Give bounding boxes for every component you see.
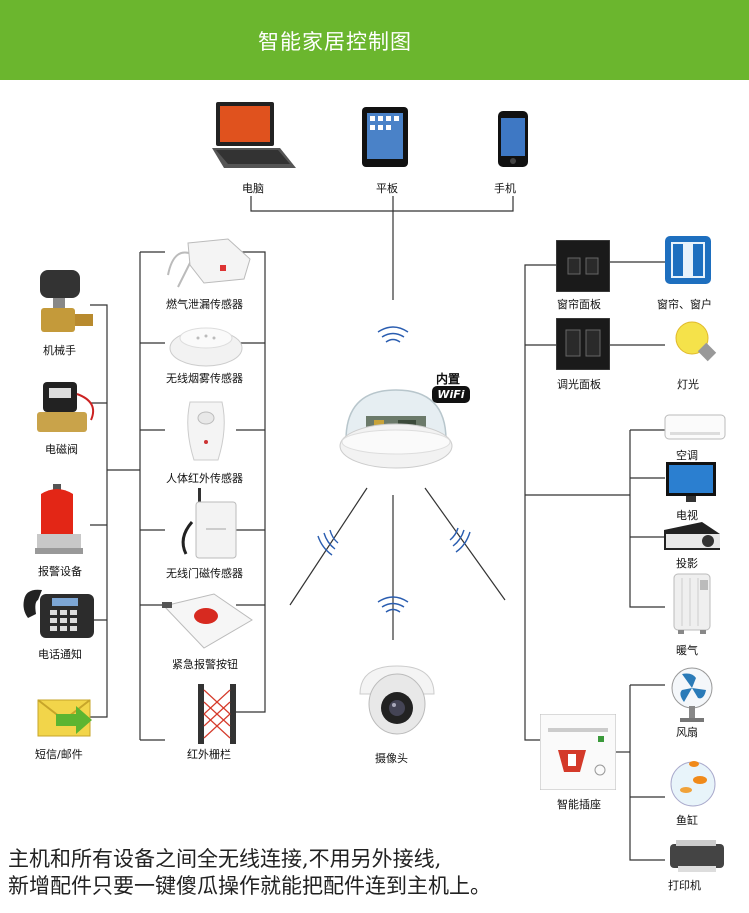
tablet-icon bbox=[362, 107, 408, 167]
device-label-curtain-window: 窗帘、窗户 bbox=[657, 298, 712, 311]
device-label-phone: 手机 bbox=[494, 182, 516, 195]
device-label-tablet: 平板 bbox=[376, 182, 398, 195]
caption-line-2: 新增配件只要一键傻瓜操作就能把配件连到主机上。 bbox=[8, 874, 491, 898]
caption: 主机和所有设备之间全无线连接,不用另外接线, 新增配件只要一键傻瓜操作就能把配件… bbox=[8, 846, 491, 900]
device-label-smoke-sensor: 无线烟雾传感器 bbox=[166, 372, 243, 385]
wifi-waves bbox=[317, 326, 471, 613]
dimmer-panel-icon bbox=[556, 318, 610, 370]
laptop-icon bbox=[212, 102, 296, 168]
header-bar: 智能家居控制图 bbox=[0, 0, 749, 80]
phone-icon bbox=[498, 111, 528, 167]
device-label-camera: 摄像头 bbox=[375, 752, 408, 765]
device-label-light: 灯光 bbox=[677, 378, 699, 391]
device-label-pir-sensor: 人体红外传感器 bbox=[166, 472, 243, 485]
projector-icon bbox=[664, 522, 720, 550]
wifi-badge: WiFi bbox=[432, 386, 470, 403]
pir-sensor-icon bbox=[187, 401, 225, 461]
light-bulb-icon bbox=[675, 321, 717, 362]
device-label-computer: 电脑 bbox=[242, 182, 264, 195]
device-label-gas-sensor: 燃气泄漏传感器 bbox=[166, 298, 243, 311]
panel-label-socket: 智能插座 bbox=[557, 798, 601, 811]
device-label-fish-tank: 鱼缸 bbox=[676, 814, 698, 827]
tv-icon bbox=[666, 462, 716, 502]
curtain-panel-icon bbox=[556, 240, 610, 292]
curtain-icon bbox=[665, 236, 711, 284]
email-icon bbox=[37, 699, 92, 737]
panel-label-dimmer: 调光面板 bbox=[557, 378, 601, 391]
alarm-light-icon bbox=[35, 484, 83, 554]
printer-icon bbox=[670, 840, 724, 872]
device-label-ir-fence: 红外栅栏 bbox=[187, 748, 231, 761]
device-label-alarm: 报警设备 bbox=[38, 565, 82, 578]
panic-button-icon bbox=[162, 593, 253, 649]
device-label-ac: 空调 bbox=[676, 449, 698, 462]
hub-icon bbox=[339, 389, 453, 469]
caption-line-1: 主机和所有设备之间全无线连接,不用另外接线, bbox=[8, 847, 442, 871]
fan-icon bbox=[671, 667, 713, 722]
manipulator-icon bbox=[40, 270, 93, 332]
device-label-manipulator: 机械手 bbox=[43, 344, 76, 357]
device-label-phone-notify: 电话通知 bbox=[38, 648, 82, 661]
device-label-panic-button: 紧急报警按钮 bbox=[172, 658, 238, 671]
device-label-door-sensor: 无线门磁传感器 bbox=[166, 567, 243, 580]
device-label-fan: 风扇 bbox=[676, 726, 698, 739]
gas-sensor-icon bbox=[167, 238, 251, 288]
device-label-solenoid: 电磁阀 bbox=[45, 443, 78, 456]
panel-label-curtain: 窗帘面板 bbox=[557, 298, 601, 311]
fish-tank-icon bbox=[670, 761, 716, 807]
telephone-icon bbox=[23, 589, 94, 638]
air-conditioner-icon bbox=[664, 414, 726, 440]
device-label-projector: 投影 bbox=[676, 557, 698, 570]
smart-socket-icon bbox=[540, 714, 616, 790]
device-label-heater: 暖气 bbox=[676, 644, 698, 657]
device-label-tv: 电视 bbox=[676, 509, 698, 522]
heater-icon bbox=[673, 573, 711, 634]
builtin-label: 内置 bbox=[436, 372, 461, 386]
smoke-detector-icon bbox=[169, 327, 243, 367]
device-label-printer: 打印机 bbox=[668, 879, 701, 892]
camera-icon bbox=[359, 665, 435, 735]
door-sensor-icon bbox=[181, 488, 237, 559]
device-label-sms-email: 短信/邮件 bbox=[35, 748, 83, 761]
page-title: 智能家居控制图 bbox=[258, 30, 412, 54]
ir-fence-icon bbox=[198, 684, 236, 744]
solenoid-valve-icon bbox=[37, 382, 95, 432]
